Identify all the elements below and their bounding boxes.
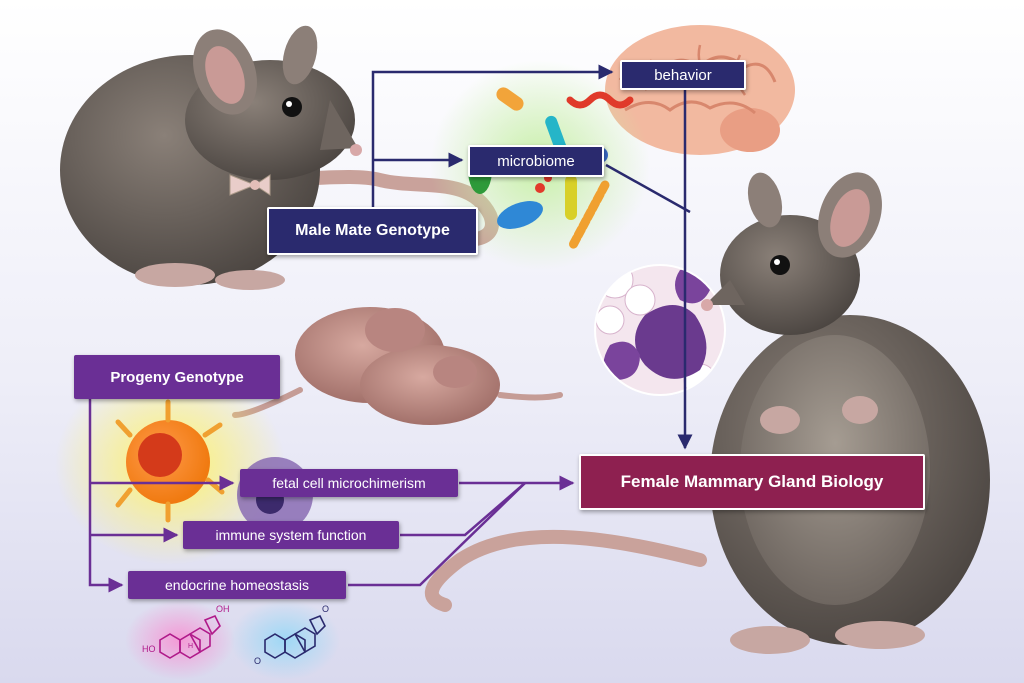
molecule-label-ketone-o-top: O [322,604,329,614]
molecule-label-oh: OH [216,604,230,614]
node-microbiome-label: microbiome [497,152,575,170]
node-progeny-genotype: Progeny Genotype [74,355,280,399]
brain-illustration [605,25,795,155]
node-behavior-label: behavior [654,66,712,84]
male-genotype-connectors [371,64,693,450]
node-immune-system-function: immune system function [183,521,399,549]
node-immune-system-function-label: immune system function [215,527,367,543]
node-male-mate-genotype: Male Mate Genotype [267,207,478,255]
node-microbiome: microbiome [468,145,604,177]
progeny-genotype-connectors [88,393,575,593]
node-male-mate-genotype-label: Male Mate Genotype [295,222,450,239]
node-fetal-cell-microchimerism: fetal cell microchimerism [240,469,458,497]
node-progeny-genotype-label: Progeny Genotype [110,368,244,386]
mammary-histology-image [594,264,726,396]
mouse-pups-illustration [232,307,563,425]
node-fetal-cell-microchimerism-label: fetal cell microchimerism [272,475,426,491]
molecule-label-h: H [188,643,193,650]
node-behavior: behavior [620,60,746,90]
node-endocrine-homeostasis: endocrine homeostasis [128,571,346,599]
node-endocrine-homeostasis-label: endocrine homeostasis [165,577,309,593]
node-female-mammary-gland-biology: Female Mammary Gland Biology [579,454,925,510]
molecule-label-ketone-o: O [254,656,261,666]
node-female-mammary-gland-biology-label: Female Mammary Gland Biology [620,472,884,491]
hormone-molecules-illustration: HO OH H O O [125,600,340,680]
male-mouse-illustration [60,25,499,290]
female-mouse-illustration [424,172,990,654]
molecule-label-ho: HO [142,644,156,654]
